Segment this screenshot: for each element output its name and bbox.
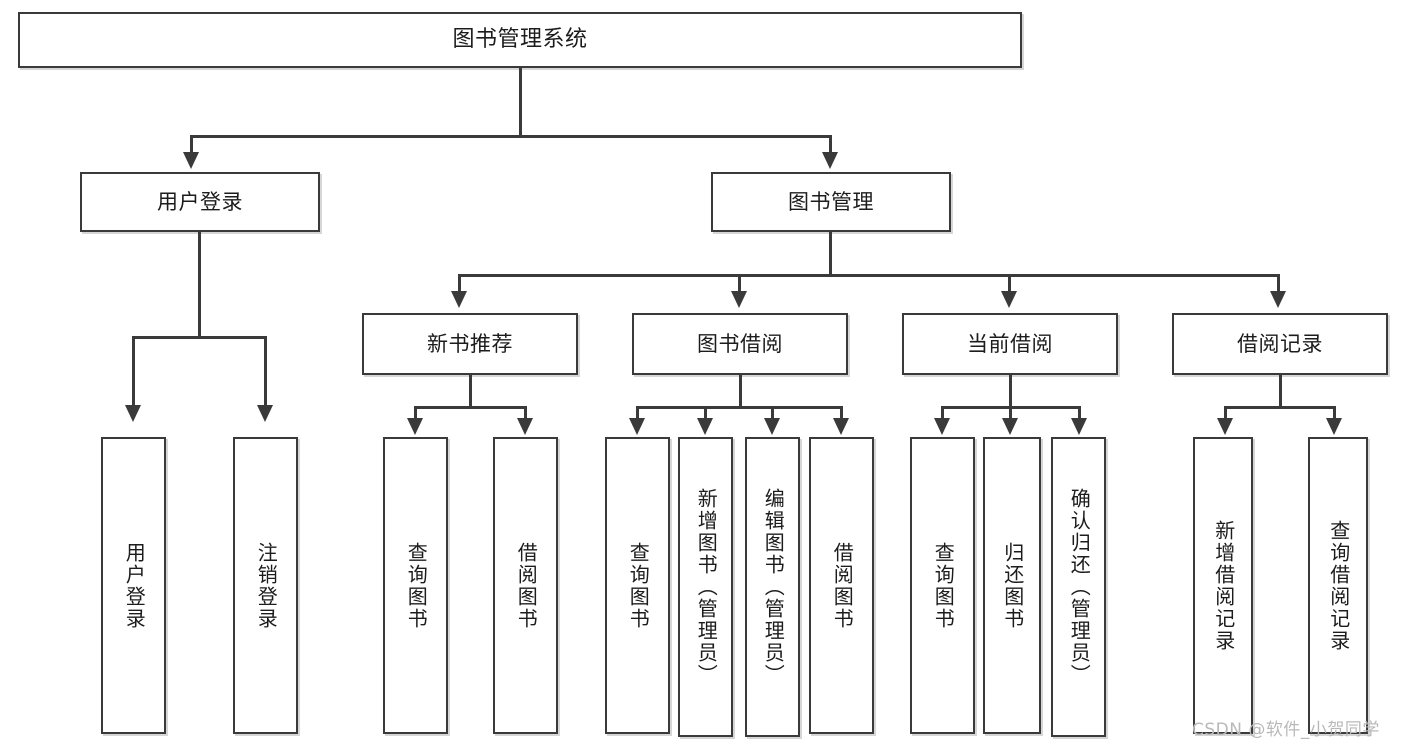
connector-user-login-bus: [132, 336, 267, 339]
node-leaf-return-book-label: 归还图书: [1000, 541, 1025, 630]
arrow-to-current-borrow: [1001, 291, 1017, 308]
connector-record-bus: [1224, 406, 1336, 409]
connector-root-drop-left: [190, 135, 193, 155]
node-leaf-query-book-3[interactable]: 查询图书: [910, 437, 975, 734]
node-root-label: 图书管理系统: [452, 27, 588, 53]
node-book-borrow[interactable]: 图书借阅: [632, 313, 848, 375]
arrow-to-book-management: [822, 152, 838, 169]
connector-record-drop-2: [1333, 406, 1336, 420]
arrow-to-leaf-borrow-book-1: [517, 418, 533, 435]
connector-borrow-drop-1: [636, 406, 639, 420]
connector-borrow-stem: [739, 375, 742, 408]
connector-root-stem: [519, 68, 522, 137]
connector-current-drop-3: [1078, 406, 1081, 420]
connector-l3-drop-3: [1008, 274, 1011, 294]
connector-borrow-drop-4: [840, 406, 843, 420]
arrow-to-leaf-edit-book: [764, 418, 780, 435]
node-borrow-record[interactable]: 借阅记录: [1172, 313, 1388, 375]
connector-root-drop-right: [829, 135, 832, 155]
connector-recommend-bus: [414, 406, 527, 409]
node-current-borrow[interactable]: 当前借阅: [902, 313, 1118, 375]
node-new-book-recommend-label: 新书推荐: [427, 331, 513, 356]
node-book-borrow-label: 图书借阅: [697, 331, 783, 356]
node-book-management[interactable]: 图书管理: [711, 172, 951, 232]
node-leaf-logout-label: 注销登录: [254, 541, 279, 630]
connector-recommend-stem: [469, 375, 472, 408]
node-leaf-query-book-2-label: 查询图书: [626, 541, 651, 630]
node-leaf-borrow-book-1[interactable]: 借阅图书: [493, 437, 558, 734]
arrow-to-leaf-query-record: [1326, 418, 1342, 435]
arrow-to-leaf-query-book-3: [934, 418, 950, 435]
arrow-to-leaf-add-book: [697, 418, 713, 435]
node-leaf-borrow-book-1-label: 借阅图书: [514, 541, 539, 630]
node-book-management-label: 图书管理: [788, 189, 874, 214]
node-leaf-user-login-label: 用户登录: [122, 541, 147, 630]
connector-current-drop-2: [1009, 406, 1012, 420]
node-leaf-query-book-1[interactable]: 查询图书: [383, 437, 448, 734]
node-user-login-label: 用户登录: [157, 189, 243, 214]
connector-record-stem: [1279, 375, 1282, 408]
node-leaf-confirm-return-label: 确认归还（管理员）: [1067, 488, 1092, 686]
connector-l3-drop-4: [1277, 274, 1280, 294]
node-leaf-confirm-return[interactable]: 确认归还（管理员）: [1051, 437, 1106, 737]
node-leaf-logout[interactable]: 注销登录: [233, 437, 298, 734]
node-root[interactable]: 图书管理系统: [18, 12, 1022, 68]
connector-book-management-stem: [829, 232, 832, 276]
node-leaf-add-record-label: 新增借阅记录: [1211, 519, 1236, 652]
connector-record-drop-1: [1224, 406, 1227, 420]
node-leaf-add-record[interactable]: 新增借阅记录: [1193, 437, 1253, 734]
node-leaf-user-login[interactable]: 用户登录: [101, 437, 166, 734]
connector-borrow-bus: [636, 406, 843, 409]
watermark: CSDN @软件_小贺同学: [1192, 720, 1380, 740]
arrow-to-user-login: [183, 152, 199, 169]
arrow-to-leaf-confirm-return: [1071, 418, 1087, 435]
connector-recommend-drop-1: [414, 406, 417, 420]
arrow-to-leaf-query-book-2: [629, 418, 645, 435]
arrow-to-new-book-recommend: [451, 291, 467, 308]
node-leaf-query-record-label: 查询借阅记录: [1326, 519, 1351, 652]
node-leaf-edit-book[interactable]: 编辑图书（管理员）: [745, 437, 800, 737]
arrow-to-leaf-query-book-1: [407, 418, 423, 435]
node-leaf-borrow-book-2-label: 借阅图书: [830, 541, 855, 630]
node-leaf-query-record[interactable]: 查询借阅记录: [1308, 437, 1368, 734]
arrow-to-leaf-add-record: [1217, 418, 1233, 435]
connector-root-bus: [190, 135, 832, 138]
connector-borrow-drop-3: [771, 406, 774, 420]
connector-current-drop-1: [941, 406, 944, 420]
connector-l3-drop-1: [458, 274, 461, 294]
arrow-to-leaf-user-login: [125, 405, 141, 422]
connector-current-stem: [1009, 375, 1012, 408]
arrow-to-leaf-logout: [257, 405, 273, 422]
connector-recommend-drop-2: [524, 406, 527, 420]
node-leaf-edit-book-label: 编辑图书（管理员）: [761, 488, 786, 686]
arrow-to-borrow-record: [1270, 291, 1286, 308]
node-new-book-recommend[interactable]: 新书推荐: [362, 313, 578, 375]
node-leaf-query-book-3-label: 查询图书: [931, 541, 956, 630]
node-leaf-return-book[interactable]: 归还图书: [983, 437, 1041, 734]
arrow-to-book-borrow: [731, 291, 747, 308]
connector-borrow-drop-2: [704, 406, 707, 420]
node-user-login[interactable]: 用户登录: [80, 172, 320, 232]
connector-l3-drop-2: [738, 274, 741, 294]
arrow-to-leaf-borrow-book-2: [833, 418, 849, 435]
node-borrow-record-label: 借阅记录: [1237, 331, 1323, 356]
node-leaf-add-book-label: 新增图书（管理员）: [694, 488, 719, 686]
connector-user-login-drop-2: [264, 336, 267, 408]
node-leaf-query-book-1-label: 查询图书: [404, 541, 429, 630]
node-leaf-query-book-2[interactable]: 查询图书: [605, 437, 670, 734]
node-leaf-borrow-book-2[interactable]: 借阅图书: [809, 437, 874, 734]
connector-user-login-drop-1: [132, 336, 135, 408]
node-current-borrow-label: 当前借阅: [967, 331, 1053, 356]
connector-book-management-bus: [458, 274, 1280, 277]
arrow-to-leaf-return-book: [1002, 418, 1018, 435]
node-leaf-add-book[interactable]: 新增图书（管理员）: [678, 437, 733, 737]
connector-user-login-stem: [198, 232, 201, 338]
